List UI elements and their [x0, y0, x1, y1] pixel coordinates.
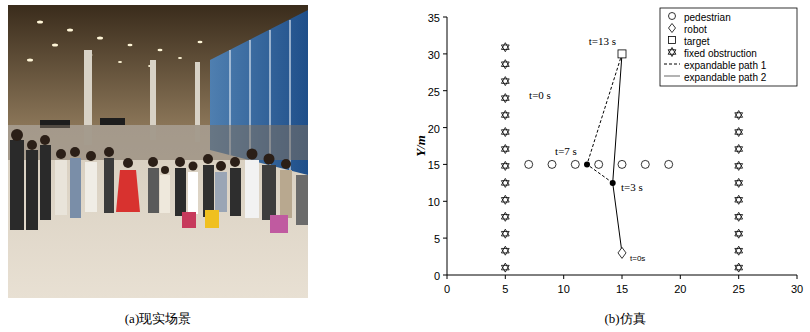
legend-entry-holder: pedestrian — [684, 7, 731, 25]
tick-label: 5 — [434, 233, 440, 245]
robot-position-dot — [584, 161, 590, 167]
tick-label: 10 — [428, 196, 440, 208]
legend-entry-holder: target — [684, 31, 710, 49]
tick-label: 20 — [674, 283, 686, 295]
tick-label-holder: 0 — [434, 266, 440, 284]
tick-label-holder: 30 — [791, 279, 803, 297]
expandable-path-2 — [613, 54, 622, 253]
time-label: t=13 s — [589, 35, 616, 47]
pedestrians — [525, 160, 673, 168]
tick-label-holder: 15 — [616, 279, 628, 297]
axis-title: Y/m — [414, 135, 428, 157]
legend-text: expandable path 1 — [684, 60, 766, 71]
tick-label: 20 — [428, 123, 440, 135]
tick-label-holder: 30 — [428, 45, 440, 63]
tick-label: 30 — [791, 283, 803, 295]
figure-caption-holder: (b)仿真 — [604, 309, 645, 327]
legend-text: expandable path 2 — [684, 72, 766, 83]
terminal-photo — [8, 5, 308, 298]
plot-axes — [443, 17, 797, 279]
legend-entry-holder: expandable path 1 — [684, 55, 766, 73]
legend-frame — [660, 8, 797, 86]
robot-position-dot — [610, 180, 616, 186]
tick-label: 10 — [558, 283, 570, 295]
time-label-holder: t=13 s — [589, 31, 616, 49]
tick-label: 30 — [428, 49, 440, 61]
legend-text: robot — [684, 24, 707, 35]
tick-label: 25 — [733, 283, 745, 295]
legend-text: target — [684, 36, 710, 47]
tick-label: 35 — [428, 12, 440, 24]
time-label: t=0s — [630, 255, 645, 264]
time-label-holder: t=0s — [630, 247, 645, 265]
tick-label: 15 — [428, 159, 440, 171]
tick-label-holder: 20 — [428, 119, 440, 137]
legend-entry-holder: robot — [684, 19, 707, 37]
target-marker — [618, 50, 626, 58]
tick-label-holder: 5 — [502, 279, 508, 297]
tick-label-holder: 25 — [428, 82, 440, 100]
figure-caption: (a)现实场景 — [125, 312, 191, 326]
tick-label-holder: 35 — [428, 8, 440, 26]
time-label-holder: t=3 s — [621, 177, 643, 195]
tick-label-holder: 5 — [434, 229, 440, 247]
tick-label-holder: 10 — [558, 279, 570, 297]
axis-title-holder: Y/m — [411, 135, 429, 157]
time-label-holder: t=0 s — [529, 85, 551, 103]
figure-caption: (b)仿真 — [604, 312, 645, 326]
time-label: t=3 s — [621, 181, 643, 193]
expandable-path-1 — [587, 54, 622, 183]
tick-label: 5 — [502, 283, 508, 295]
crowd — [10, 129, 308, 233]
time-label-holder: t=7 s — [555, 141, 577, 159]
legend-entry-holder: expandable path 2 — [684, 67, 766, 85]
tick-label-holder: 25 — [733, 279, 745, 297]
figure-caption-holder: (a)现实场景 — [125, 309, 191, 327]
tick-label: 15 — [616, 283, 628, 295]
legend-text: fixed obstruction — [684, 48, 757, 59]
robot-marker — [618, 247, 626, 258]
legend-entry-holder: fixed obstruction — [684, 43, 757, 61]
tick-label-holder: 15 — [428, 155, 440, 173]
time-label: t=7 s — [555, 145, 577, 157]
tick-label: 0 — [434, 270, 440, 282]
tick-label-holder: 20 — [674, 279, 686, 297]
time-label: t=0 s — [529, 89, 551, 101]
legend-text: pedestrian — [684, 12, 731, 23]
tick-label-holder: 0 — [444, 279, 450, 297]
tick-label: 25 — [428, 86, 440, 98]
tick-label-holder: 10 — [428, 192, 440, 210]
tick-label: 0 — [444, 283, 450, 295]
